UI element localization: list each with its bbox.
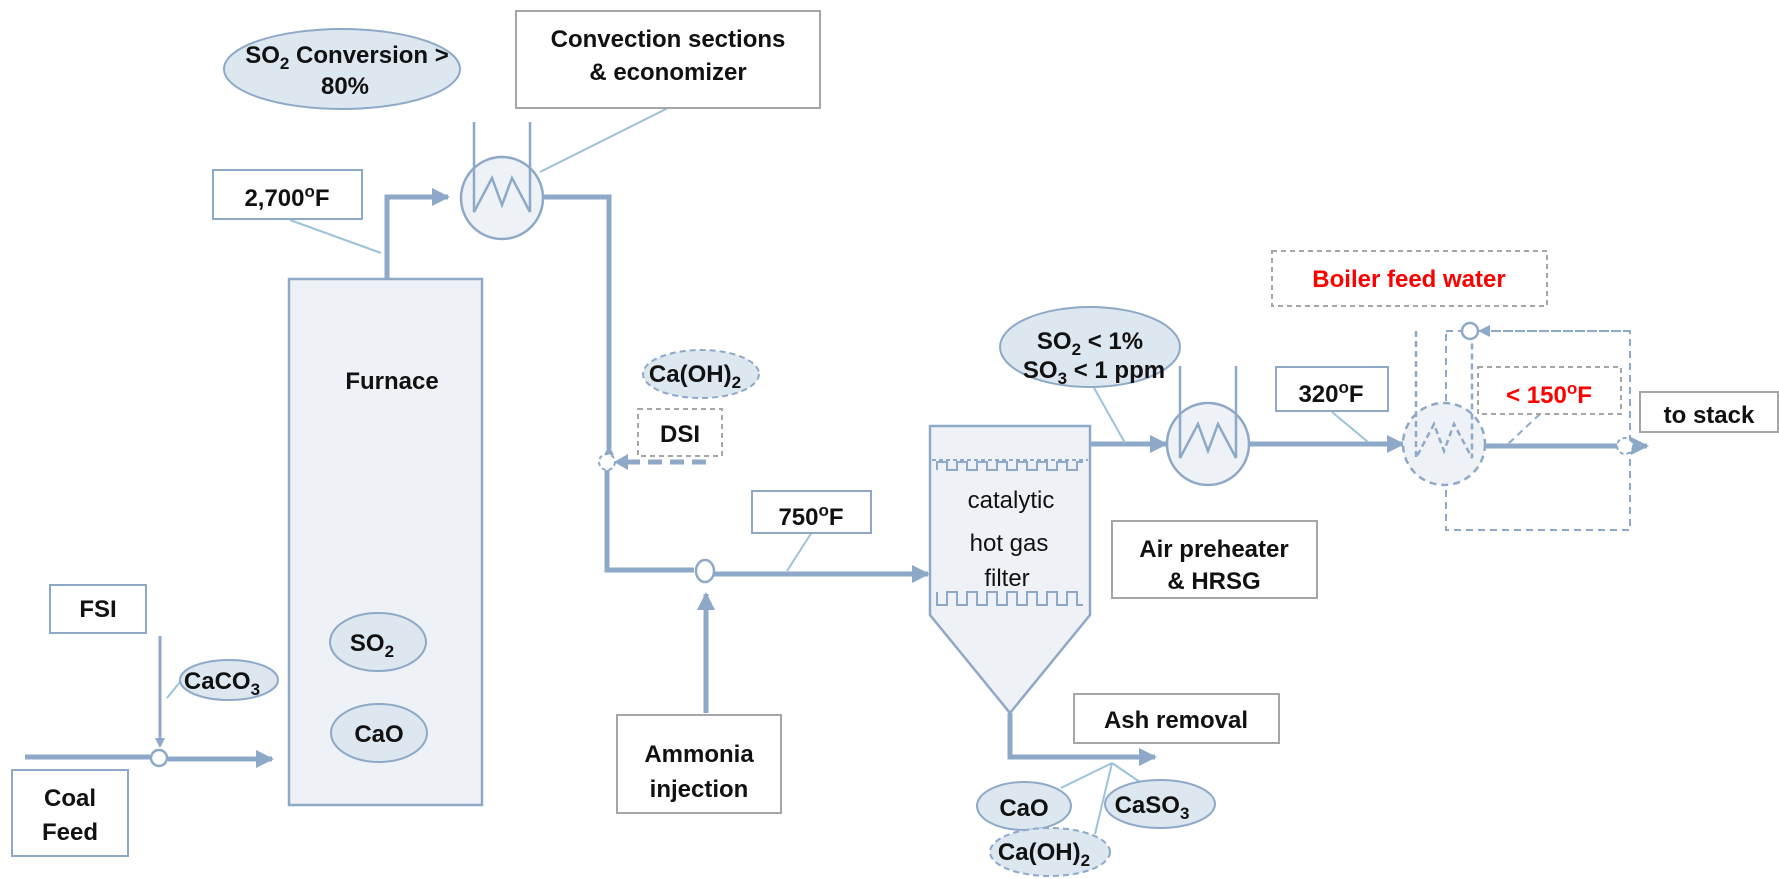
boiler-feed-water-box: Boiler feed water — [1271, 250, 1548, 307]
ammonia-label-line2: injection — [650, 776, 749, 803]
stack-temp-box: < 150oF — [1477, 366, 1622, 445]
air-preheater-heat-exchanger — [1165, 366, 1251, 487]
boiler-feed-water-label: Boiler feed water — [1312, 266, 1505, 293]
svg-text:SO2 Conversion >: SO2 Conversion > — [245, 42, 449, 73]
ash-caso3-label: CaSO — [1115, 792, 1180, 819]
svg-text:CaCO3: CaCO3 — [184, 668, 260, 699]
svg-text:< 150oF: < 150oF — [1506, 379, 1592, 409]
outlet-spec-line1: SO — [1037, 328, 1072, 355]
feedwater-junction — [1460, 321, 1480, 341]
ash-leaders — [1060, 762, 1141, 835]
stack-junction — [1616, 437, 1634, 455]
convection-label-line2: & economizer — [589, 59, 746, 86]
filter-label-line2: hot gas — [970, 530, 1049, 557]
ammonia-injection-box: Ammonia injection — [616, 714, 782, 814]
filter-label-line1: catalytic — [968, 487, 1055, 514]
svg-text:SO2: SO2 — [350, 630, 394, 661]
so2-conversion-line2: 80% — [321, 73, 369, 100]
caco3-species: CaCO3 — [166, 659, 279, 701]
furnace-exit-temp-value: 2,700 — [244, 185, 304, 212]
dsi-box: DSI — [637, 408, 723, 457]
fsi-mixing-junction — [149, 748, 169, 768]
filter-inlet-temp-value: 750 — [778, 504, 818, 531]
coal-feed-line — [25, 750, 274, 768]
convection-heat-exchanger — [459, 122, 545, 241]
furnace-cao-label: CaO — [354, 721, 403, 748]
coal-feed-label-line1: Coal — [44, 785, 96, 812]
svg-text:2,700oF: 2,700oF — [244, 182, 329, 212]
filter-label-line3: filter — [984, 565, 1029, 592]
ash-removal-label: Ash removal — [1104, 707, 1248, 734]
outlet-emission-callout: SO2 < 1% SO3 < 1 ppm — [999, 306, 1181, 444]
dsi-junction — [598, 453, 616, 471]
svg-text:SO3 < 1 ppm: SO3 < 1 ppm — [1023, 357, 1165, 388]
aph-exit-temp-value: 320 — [1298, 381, 1338, 408]
feedwater-return-line — [1478, 325, 1630, 337]
ash-cao-species: CaO — [976, 781, 1072, 831]
dsi-injection-line — [614, 454, 706, 470]
air-preheater-box: Air preheater & HRSG — [1111, 520, 1318, 599]
svg-text:Ca(OH)2: Ca(OH)2 — [649, 361, 741, 392]
furnace-cao-species: CaO — [330, 703, 428, 763]
to-stack-label: to stack — [1664, 402, 1755, 429]
ash-cao-label: CaO — [999, 795, 1048, 822]
ash-caso3-species: CaSO3 — [1104, 779, 1216, 829]
coal-feed-box: Coal Feed — [11, 769, 129, 857]
convection-exit-line — [543, 194, 614, 455]
ash-removal-box: Ash removal — [1073, 693, 1280, 744]
filter-inlet-temp-box: 750oF — [751, 490, 872, 572]
convection-label-line1: Convection sections — [551, 26, 786, 53]
ammonia-label-line1: Ammonia — [644, 741, 754, 768]
ash-caoh2-species: Ca(OH)2 — [989, 827, 1111, 877]
duct-to-filter — [604, 470, 930, 583]
aph-exit-temp-box: 320oF — [1275, 366, 1389, 443]
feedwater-heat-exchanger — [1401, 330, 1631, 531]
svg-text:CaSO3: CaSO3 — [1115, 792, 1190, 823]
air-preheater-label-line2: & HRSG — [1167, 568, 1260, 595]
furnace-so2-label: SO — [350, 630, 385, 657]
fsi-box: FSI — [49, 584, 147, 634]
air-preheater-label-line1: Air preheater — [1139, 536, 1288, 563]
outlet-spec-line2: SO — [1023, 357, 1058, 384]
ash-removal-line — [1007, 713, 1157, 766]
furnace-so2-species: SO2 — [329, 612, 427, 672]
stack-temp-value: < 150 — [1506, 382, 1567, 409]
ammonia-mixing-junction — [694, 558, 716, 584]
fsi-label: FSI — [79, 596, 116, 623]
svg-text:320oF: 320oF — [1298, 378, 1363, 408]
svg-text:SO2 < 1%: SO2 < 1% — [1037, 328, 1143, 359]
furnace-label: Furnace — [345, 368, 438, 395]
ash-caoh2-label: Ca(OH) — [998, 839, 1081, 866]
so2-conversion-line1: SO — [245, 42, 280, 69]
coal-feed-label-line2: Feed — [42, 819, 98, 846]
caco3-label: CaCO — [184, 668, 251, 695]
furnace-exit-temp-box: 2,700oF — [212, 169, 382, 254]
dsi-caoh2-species: Ca(OH)2 — [642, 349, 760, 399]
dsi-label: DSI — [660, 421, 700, 448]
so2-conversion-callout: SO2 Conversion > 80% — [223, 28, 461, 110]
convection-box: Convection sections & economizer — [515, 10, 821, 173]
to-stack-box: to stack — [1639, 391, 1779, 433]
svg-text:750oF: 750oF — [778, 501, 843, 531]
svg-text:Ca(OH)2: Ca(OH)2 — [998, 839, 1090, 870]
catalytic-hot-gas-filter: catalytic hot gas filter — [928, 424, 1092, 715]
dsi-caoh2-label: Ca(OH) — [649, 361, 732, 388]
furnace-exit-line — [384, 188, 450, 279]
